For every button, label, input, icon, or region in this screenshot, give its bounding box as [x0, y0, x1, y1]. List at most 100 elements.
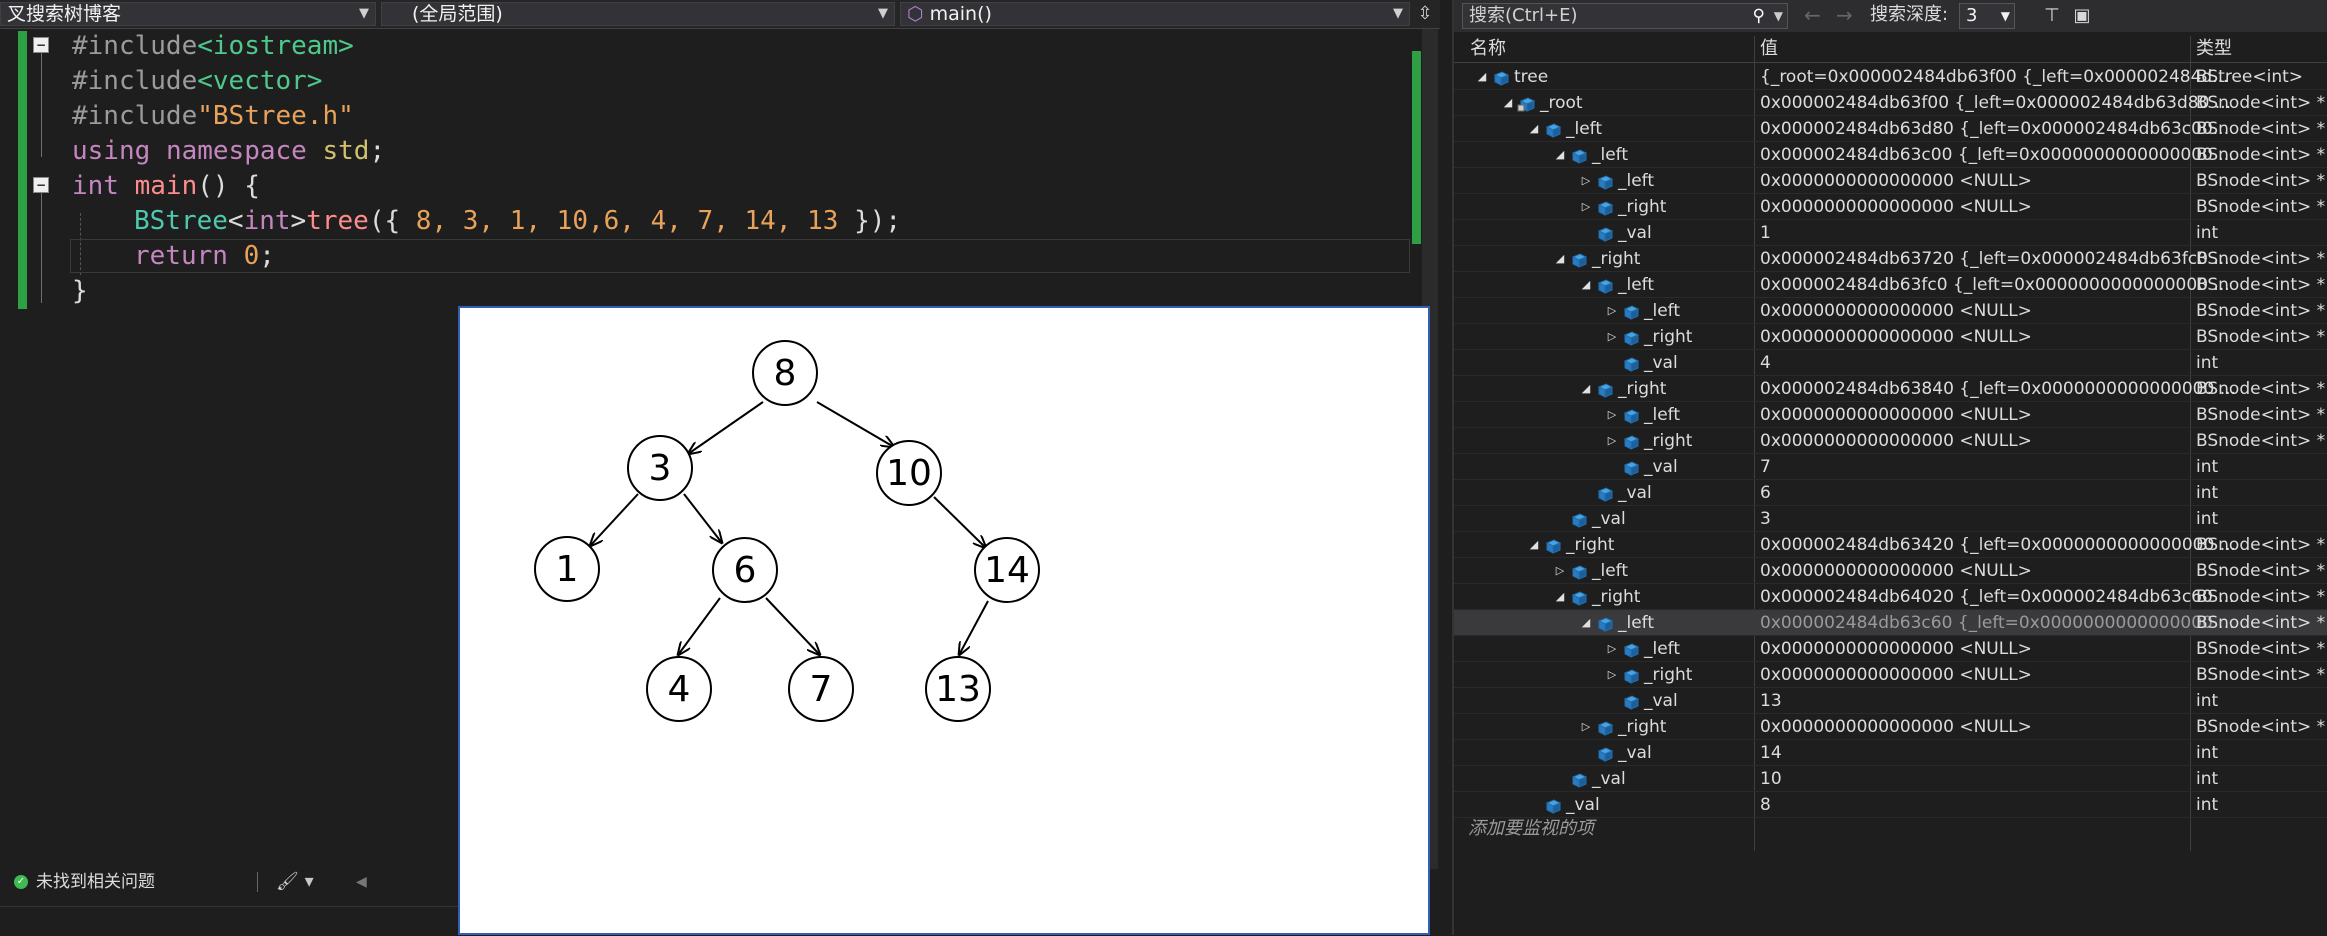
collapse-icon[interactable]: ◢ [1581, 278, 1591, 291]
column-type-header[interactable]: 类型 [2196, 38, 2232, 59]
watch-row-value[interactable]: 1 [1760, 223, 1771, 243]
watch-row-value[interactable]: 0x0000000000000000 <NULL> [1760, 561, 2032, 581]
watch-search-input[interactable]: 搜索(Ctrl+E) ⚲ ▼ [1462, 3, 1788, 29]
watch-row-value[interactable]: 0x0000000000000000 <NULL> [1760, 405, 2032, 425]
search-next-icon[interactable]: → [1836, 3, 1853, 27]
watch-row-value[interactable]: 6 [1760, 483, 1771, 503]
watch-row-value[interactable]: 0x000002484db63fc0 {_left=0x000000000000… [1760, 275, 2230, 295]
add-watch-item[interactable]: 添加要监视的项 [1468, 818, 1594, 839]
collapse-icon[interactable]: ◢ [1555, 590, 1565, 603]
collapse-icon[interactable]: ◢ [1477, 70, 1487, 83]
scope-dropdown[interactable]: (全局范围) ▼ [381, 2, 895, 26]
expand-icon[interactable]: ▷ [1555, 564, 1565, 577]
watch-row-value[interactable]: 10 [1760, 769, 1782, 789]
fold-collapse-icon[interactable]: − [33, 177, 49, 193]
fold-collapse-icon[interactable]: − [33, 37, 49, 53]
watch-row-value[interactable]: 0x000002484db63720 {_left=0x000002484db6… [1760, 249, 2230, 269]
watch-row[interactable]: ◢tree{_root=0x000002484db63f00 {_left=0x… [1454, 64, 2327, 90]
collapse-icon[interactable]: ◢ [1529, 122, 1539, 135]
column-value-header[interactable]: 值 [1760, 38, 1778, 59]
watch-row-value[interactable]: {_root=0x000002484db63f00 {_left=0x00000… [1760, 67, 2229, 87]
split-editor-button[interactable]: ⇳ [1417, 3, 1433, 24]
watch-row-value[interactable]: 14 [1760, 743, 1782, 763]
watch-row-value[interactable]: 0x000002484db64020 {_left=0x000002484db6… [1760, 587, 2235, 607]
search-depth-select[interactable]: 3 ▼ [1959, 3, 2015, 29]
project-dropdown[interactable]: 叉搜索树博客 ▼ [0, 2, 376, 26]
watch-row-value[interactable]: 8 [1760, 795, 1771, 815]
issues-status[interactable]: 未找到相关问题 [36, 872, 155, 892]
column-divider[interactable] [2190, 36, 2191, 851]
watch-row-value[interactable]: 0x0000000000000000 <NULL> [1760, 171, 2032, 191]
collapse-icon[interactable]: ◢ [1555, 252, 1565, 265]
watch-row-value[interactable]: 0x0000000000000000 <NULL> [1760, 717, 2032, 737]
watch-row-value[interactable]: 0x000002484db63c00 {_left=0x000000000000… [1760, 145, 2235, 165]
expand-icon[interactable]: ▷ [1581, 720, 1591, 733]
watch-row-value[interactable]: 0x000002484db63d80 {_left=0x000002484db6… [1760, 119, 2229, 139]
expand-icon[interactable]: ▷ [1581, 200, 1591, 213]
collapse-icon[interactable]: ◢ [1581, 616, 1591, 629]
expand-icon[interactable]: ▷ [1607, 408, 1617, 421]
watch-row-value[interactable]: 13 [1760, 691, 1782, 711]
watch-row-value[interactable]: 0x0000000000000000 <NULL> [1760, 639, 2032, 659]
code-cleanup-icon[interactable]: 🖌 ▾ [276, 871, 314, 892]
collapse-icon[interactable]: ◢ [1503, 96, 1513, 109]
collapse-icon[interactable]: ◢ [1529, 538, 1539, 551]
watch-row-value[interactable]: 0x000002484db63f00 {_left=0x000002484db6… [1760, 93, 2232, 113]
search-previous-icon[interactable]: ← [1804, 3, 1821, 27]
watch-row-value[interactable]: 0x0000000000000000 <NULL> [1760, 327, 2032, 347]
collapse-icon[interactable]: ◢ [1555, 148, 1565, 161]
chevron-down-icon[interactable]: ▼ [1773, 9, 1783, 23]
search-icon[interactable]: ⚲ [1752, 6, 1765, 26]
scroll-left-icon[interactable]: ◀ [356, 874, 367, 890]
watch-row-value[interactable]: 7 [1760, 457, 1771, 477]
expand-icon[interactable]: ▷ [1607, 642, 1617, 655]
pin-icon[interactable]: ⊤ [2044, 5, 2060, 26]
watch-row-value[interactable]: 0x0000000000000000 <NULL> [1760, 665, 2032, 685]
watch-row-value[interactable]: 0x0000000000000000 <NULL> [1760, 197, 2032, 217]
collapse-icon[interactable]: ◢ [1581, 382, 1591, 395]
expand-icon[interactable]: ▷ [1581, 174, 1591, 187]
watch-row-value[interactable]: 0x000002484db63c60 {_left=0x000000000000… [1760, 613, 2235, 633]
watch-row-value[interactable]: 4 [1760, 353, 1771, 373]
watch-row-value[interactable]: 0x0000000000000000 <NULL> [1760, 431, 2032, 451]
watch-row-value[interactable]: 0x000002484db63420 {_left=0x000000000000… [1760, 535, 2236, 555]
expand-icon[interactable]: ▷ [1607, 330, 1617, 343]
expand-icon[interactable]: ▷ [1607, 304, 1617, 317]
column-divider[interactable] [1754, 36, 1755, 851]
column-name-header[interactable]: 名称 [1470, 38, 1506, 59]
expand-icon[interactable]: ▷ [1607, 668, 1617, 681]
editor-horizontal-scrollbar[interactable] [0, 906, 460, 936]
watch-row-value[interactable]: 0x000002484db63840 {_left=0x000000000000… [1760, 379, 2236, 399]
function-dropdown[interactable]: ⬡main() ▼ [900, 2, 1410, 26]
expand-icon[interactable]: ▷ [1607, 434, 1617, 447]
watch-row-value[interactable]: 3 [1760, 509, 1771, 529]
watch-row-value[interactable]: 0x0000000000000000 <NULL> [1760, 301, 2032, 321]
